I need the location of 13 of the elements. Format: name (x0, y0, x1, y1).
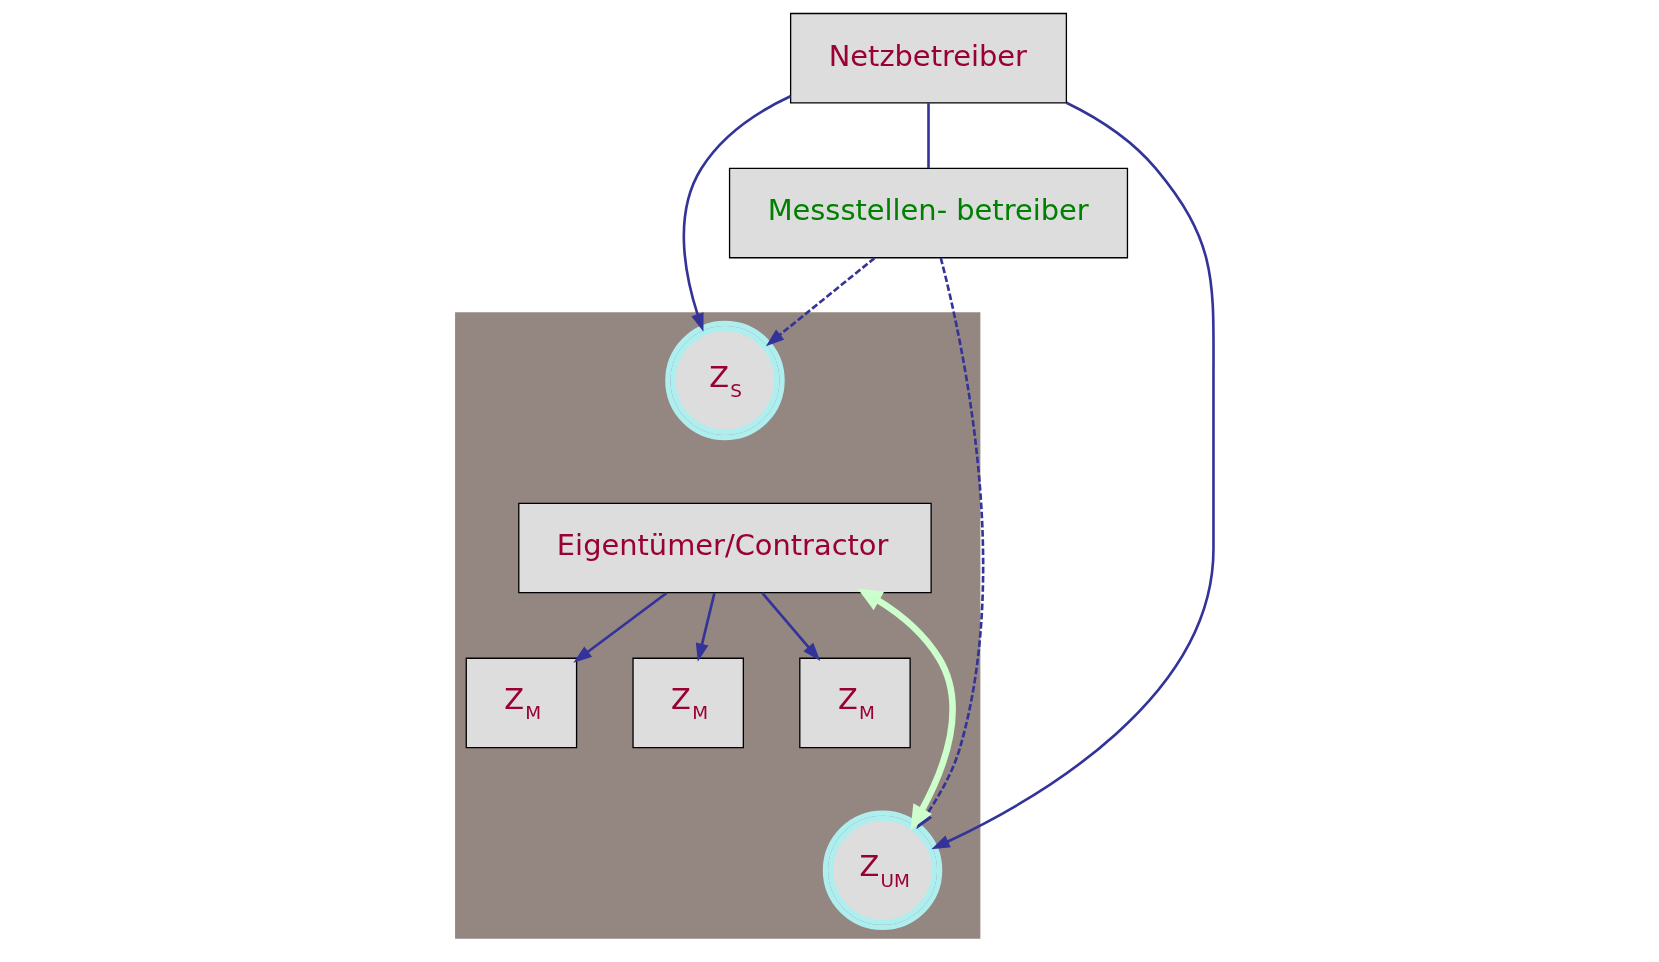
connector (927, 103, 930, 169)
node-box: Eigentümer/Contractor (518, 502, 932, 594)
node-box: Z$_{M}$ (799, 657, 911, 749)
arrow (765, 257, 876, 347)
node-box: Messstellen- betreiber (728, 167, 1129, 259)
node-box: Netzbetreiber (789, 12, 1068, 104)
arrow (682, 95, 792, 332)
node-box: Z$_{M}$ (632, 657, 744, 749)
arrow (761, 592, 821, 661)
arrow (931, 101, 1215, 850)
arrow (695, 592, 716, 662)
node-box: Z$_{M}$ (465, 657, 578, 749)
arrow (573, 591, 668, 663)
